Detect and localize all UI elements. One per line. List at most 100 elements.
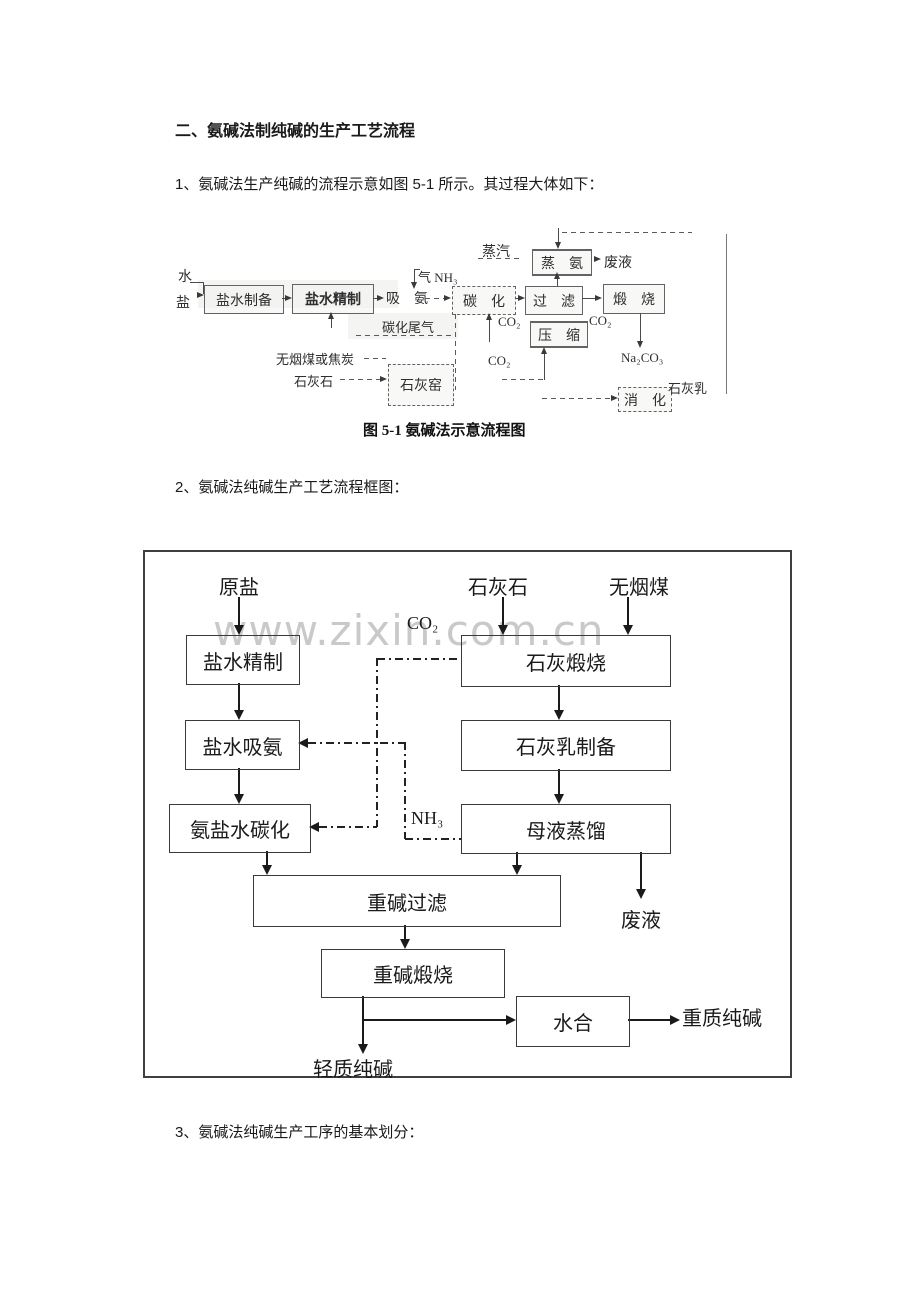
connector-dashed [455, 314, 457, 390]
label-waste-liquid: 废液 [621, 910, 661, 932]
label-lime-milk: 石灰乳 [668, 381, 708, 396]
label-na2co3: Na₂CO₃ [621, 350, 664, 365]
label-co2: CO₂ [589, 313, 612, 328]
box-slaking: 消 化 [618, 387, 672, 412]
connector [331, 316, 333, 328]
arrowhead [595, 294, 602, 301]
label-co2: CO₂ [407, 613, 439, 633]
label-carbonation-tail-gas: 碳化尾气 [382, 320, 435, 335]
box-label: 盐水吸氨 [202, 736, 283, 759]
connector [373, 298, 379, 300]
arrowhead [553, 272, 560, 279]
paragraph-2: 2、氨碱法纯碱生产工艺流程框图： [175, 479, 409, 496]
box-label: 水合 [553, 1013, 593, 1035]
arrow-line [238, 683, 240, 710]
box-label: 石灰煅烧 [526, 652, 606, 675]
arrowhead [554, 710, 564, 720]
label-waste-liquid: 废液 [604, 256, 632, 271]
arrowhead [234, 710, 244, 720]
scan-border-line [726, 234, 728, 394]
watermark: www.zixin.com.cn [213, 606, 605, 655]
arrow-line [558, 769, 560, 794]
paragraph-3: 3、氨碱法纯碱生产工序的基本划分： [175, 1124, 424, 1141]
box-label: 母液蒸馏 [526, 820, 606, 843]
label-anthracite-or-coke: 无烟煤或焦炭 [276, 352, 355, 367]
arrowhead [234, 625, 244, 635]
arrowhead [554, 794, 564, 804]
arrowhead [377, 294, 384, 301]
box-brine-refining: 盐水精制 [186, 635, 300, 685]
section-heading: 二、氨碱法制纯碱的生产工艺流程 [175, 123, 416, 140]
box-label: 消 化 [624, 393, 666, 409]
arrowhead [636, 341, 643, 348]
box-lime-kiln: 石灰窑 [388, 364, 454, 406]
arrowhead [262, 865, 272, 875]
arrowhead [285, 294, 292, 301]
box-carbonation: 碳 化 [452, 286, 516, 315]
box-label: 盐水精制 [203, 651, 283, 674]
box-label: 蒸 氨 [541, 256, 583, 272]
arrowhead [594, 256, 601, 262]
box-filtration: 过 滤 [525, 286, 583, 315]
box-label: 碳 化 [463, 294, 505, 310]
arrowhead [234, 794, 244, 804]
connector [582, 298, 596, 300]
box-label: 煅 烧 [613, 293, 655, 308]
box-label: 过 滤 [533, 294, 575, 310]
label-light-soda-ash: 轻质纯碱 [313, 1059, 393, 1081]
arrow-line-light-soda [362, 996, 364, 1044]
box-label: 石灰窑 [400, 379, 442, 394]
arrow-line [266, 851, 268, 865]
box-label: 压 缩 [538, 328, 580, 344]
label-nh3: NH₃ [411, 808, 444, 828]
label-limestone: 石灰石 [294, 374, 334, 389]
figure-5-1-scanned-diagram: 水 盐 盐水制备 盐水精制 吸 氨 气 NH₃ 碳 化 过 滤 煅 烧 蒸汽 蒸… [168, 228, 740, 412]
connector [640, 313, 642, 345]
co2-recycle-line [319, 826, 377, 828]
box-brine-refining: 盐水精制 [292, 284, 374, 314]
box-label: 盐水精制 [305, 293, 361, 308]
arrowhead [410, 282, 417, 289]
arrow-line [516, 852, 518, 865]
nh3-recycle-line [404, 742, 406, 839]
box-ammonia-distillation: 蒸 氨 [532, 249, 592, 276]
arrowhead [485, 313, 492, 320]
box-mother-liquor-distillation: 母液蒸馏 [461, 804, 671, 854]
box-ammoniated-brine-carbonation: 氨盐水碳化 [169, 804, 311, 853]
arrowhead [518, 294, 525, 301]
arrowhead [636, 889, 646, 899]
box-label: 重碱煅烧 [373, 965, 453, 987]
arrowhead [670, 1015, 680, 1025]
arrow-line-waste [640, 852, 642, 889]
connector [544, 352, 546, 380]
arrowhead [327, 312, 334, 319]
label-water: 水 [178, 270, 192, 285]
label-co2: CO₂ [498, 314, 521, 329]
connector [414, 269, 420, 271]
box-brine-preparation: 盐水制备 [204, 285, 284, 314]
arrowhead [611, 394, 618, 401]
arrow-line [238, 768, 240, 794]
arrowhead [623, 625, 633, 635]
input-anthracite: 无烟煤 [609, 577, 669, 599]
box-calcination: 煅 烧 [603, 284, 665, 314]
box-label: 石灰乳制备 [516, 737, 616, 759]
label-co2: CO₂ [488, 353, 511, 368]
box-compression: 压 缩 [530, 321, 588, 348]
label-steam: 蒸汽 [482, 245, 510, 260]
arrowhead [400, 939, 410, 949]
connector [557, 276, 559, 286]
label-dense-soda-ash: 重质纯碱 [682, 1008, 762, 1030]
scan-smudge [348, 313, 458, 339]
arrow-line [238, 597, 240, 626]
connector [558, 228, 560, 244]
arrow-line [502, 597, 504, 626]
connector [190, 282, 204, 284]
box-lime-calcination: 石灰煅烧 [461, 635, 671, 687]
arrowhead [309, 822, 319, 832]
arrowhead [197, 291, 204, 298]
paragraph-1: 1、氨碱法生产纯碱的流程示意如图 5-1 所示。其过程大体如下： [175, 176, 604, 193]
box-brine-ammoniation: 盐水吸氨 [185, 720, 300, 770]
arrowhead [512, 865, 522, 875]
